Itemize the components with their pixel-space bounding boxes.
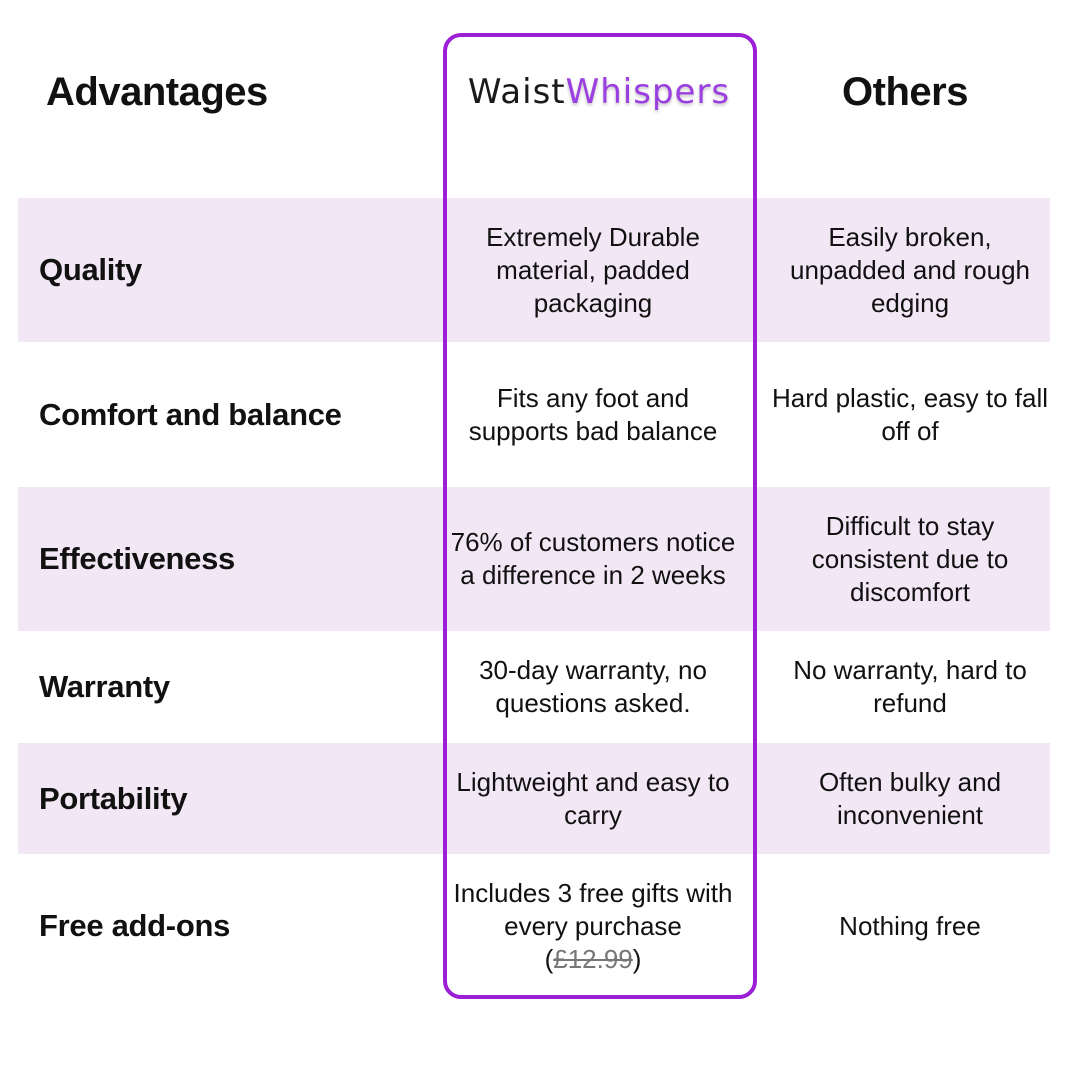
others-cell: Nothing free — [770, 854, 1050, 998]
waistwhispers-text: Extremely Durable material, padded packa… — [486, 221, 700, 318]
row-label: Comfort and balance — [39, 396, 342, 432]
comparison-row-comfort: Comfort and balance Fits any foot and su… — [18, 342, 1050, 487]
others-cell: Hard plastic, easy to fall off of — [770, 342, 1050, 487]
waistwhispers-text: Includes 3 free gifts with every purchas… — [450, 877, 736, 976]
others-text: Nothing free — [839, 910, 981, 941]
waistwhispers-cell: Lightweight and easy to carry — [450, 743, 736, 854]
others-cell: No warranty, hard to refund — [770, 631, 1050, 743]
row-label: Quality — [39, 252, 142, 287]
advantages-header: Advantages — [46, 70, 268, 114]
row-label: Warranty — [39, 669, 170, 704]
row-label: Portability — [39, 780, 188, 816]
struck-price: £12.99 — [553, 943, 633, 974]
price-open-paren: ( — [544, 943, 554, 974]
comparison-row-free-addons: Free add-ons Includes 3 free gifts with … — [18, 854, 1050, 998]
others-text: Easily broken, unpadded and rough edging — [789, 221, 1030, 318]
waistwhispers-cell: Extremely Durable material, padded packa… — [450, 198, 736, 342]
others-header: Others — [842, 70, 968, 114]
waistwhispers-cell: Fits any foot and supports bad balance — [450, 342, 736, 487]
others-cell: Easily broken, unpadded and rough edging — [770, 198, 1050, 342]
price-close-paren: ) — [632, 943, 642, 974]
brand-logo-part2: Whispers — [565, 72, 731, 112]
brand-logo: WaistWhispers — [444, 72, 754, 112]
waistwhispers-text: Lightweight and easy to carry — [456, 766, 730, 830]
comparison-row-warranty: Warranty 30-day warranty, no questions a… — [18, 631, 1050, 743]
free-gifts-text: Includes 3 free gifts with every purchas… — [453, 877, 733, 941]
waistwhispers-cell: Includes 3 free gifts with every purchas… — [450, 854, 736, 998]
others-text: No warranty, hard to refund — [793, 655, 1027, 718]
waistwhispers-cell: 30-day warranty, no questions asked. — [450, 631, 736, 743]
waistwhispers-text: Fits any foot and supports bad balance — [468, 382, 718, 446]
others-text: Hard plastic, easy to fall off of — [771, 382, 1048, 446]
comparison-row-effectiveness: Effectiveness 76% of customers notice a … — [18, 487, 1050, 631]
comparison-row-portability: Portability Lightweight and easy to carr… — [18, 743, 1050, 854]
waistwhispers-text: 76% of customers notice a difference in … — [450, 527, 736, 590]
row-label: Effectiveness — [39, 541, 235, 576]
brand-logo-part1: Waist — [467, 72, 566, 112]
others-cell: Often bulky and inconvenient — [770, 743, 1050, 854]
others-text: Difficult to stay consistent due to disc… — [811, 510, 1009, 607]
waistwhispers-text: 30-day warranty, no questions asked. — [479, 655, 707, 718]
comparison-row-quality: Quality Extremely Durable material, padd… — [18, 198, 1050, 342]
others-cell: Difficult to stay consistent due to disc… — [770, 487, 1050, 631]
row-label: Free add-ons — [39, 908, 231, 943]
others-text: Often bulky and inconvenient — [818, 766, 1002, 830]
waistwhispers-cell: 76% of customers notice a difference in … — [450, 487, 736, 631]
